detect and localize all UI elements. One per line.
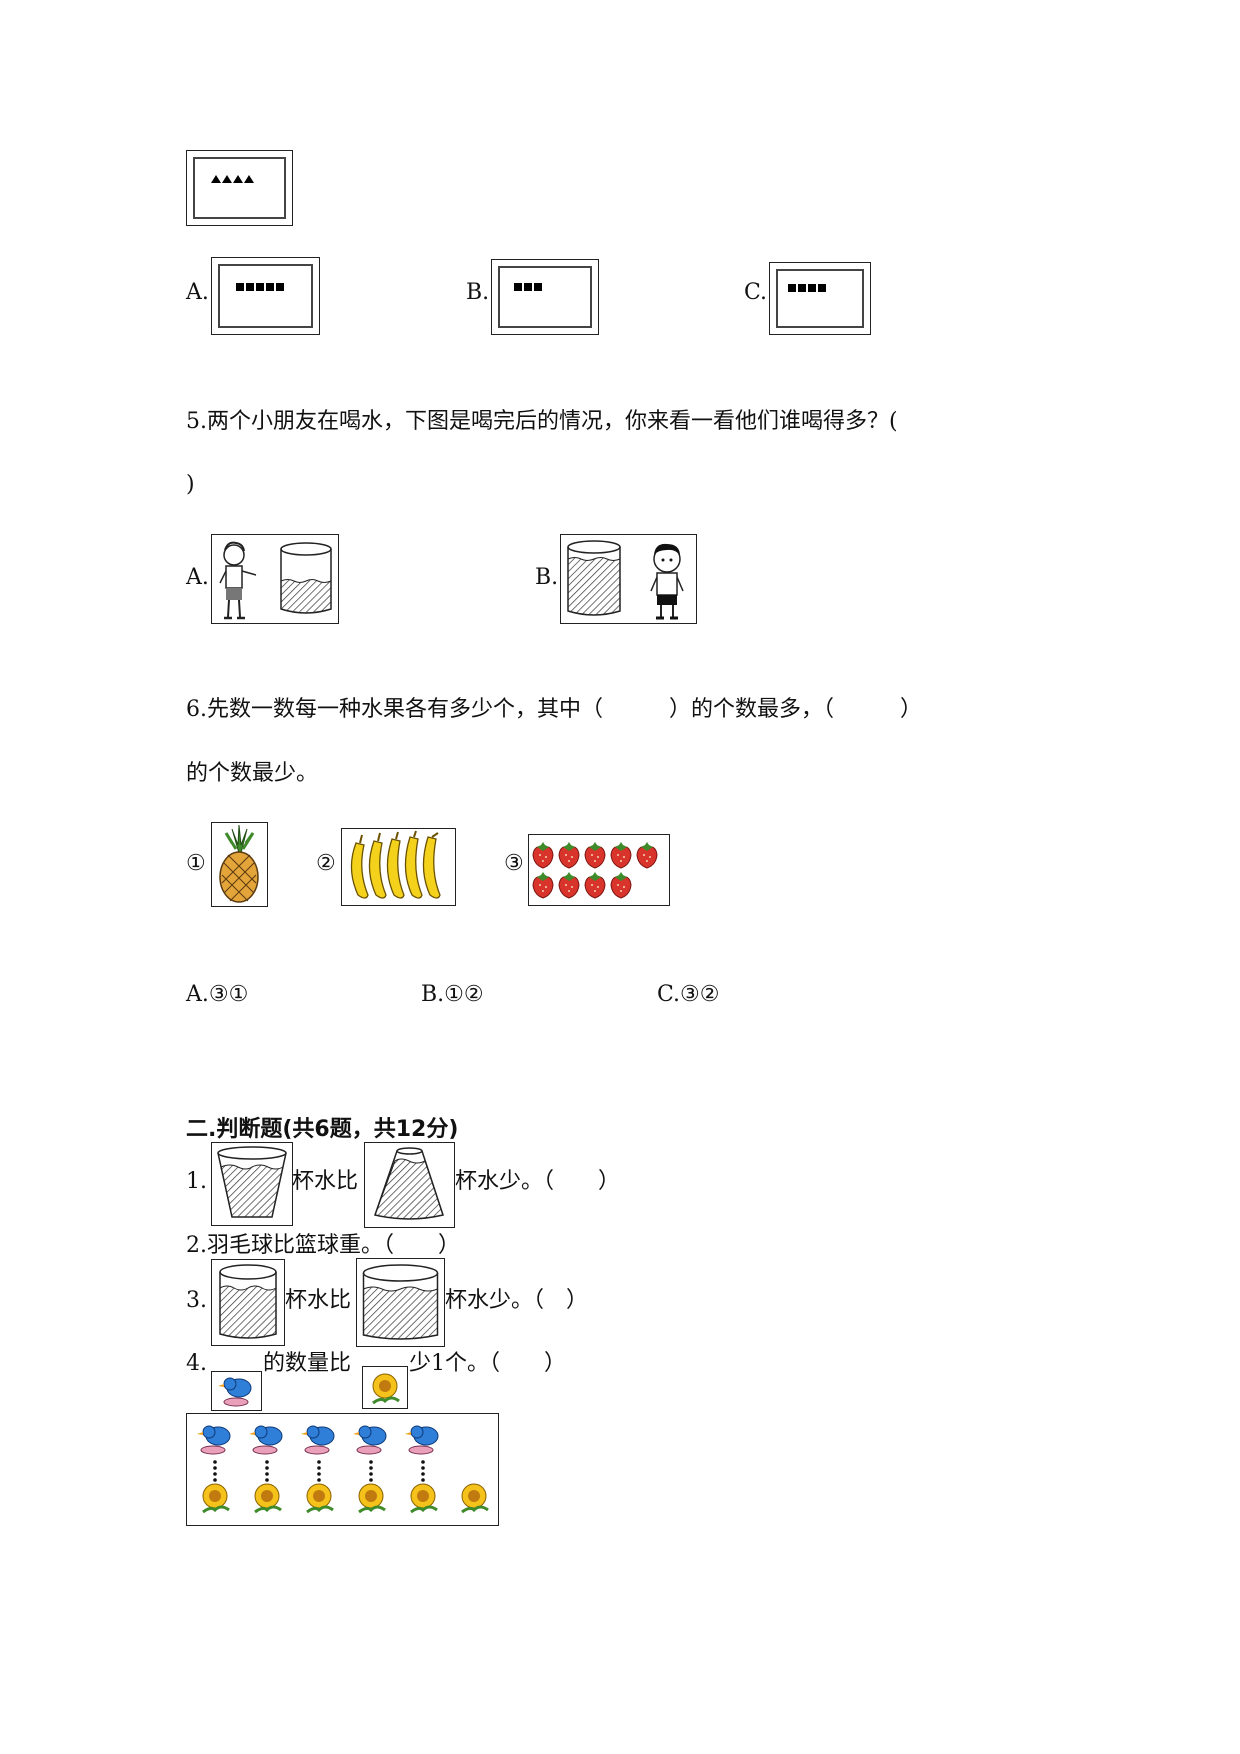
pair-dot bbox=[213, 1478, 217, 1482]
sunflower-icon bbox=[372, 1373, 400, 1405]
bird-icon bbox=[196, 1425, 231, 1455]
sunflower-icon bbox=[409, 1482, 439, 1514]
bird-icon bbox=[404, 1425, 439, 1455]
judge-4-picture bbox=[186, 1413, 499, 1526]
judge-1-end: 杯水少。（ ） bbox=[455, 1169, 621, 1194]
bird-icon bbox=[300, 1425, 335, 1455]
q5-text: 5.两个小朋友在喝水，下图是喝完后的情况，你来看一看他们谁喝得多？( bbox=[186, 409, 898, 434]
pair-dot bbox=[265, 1460, 269, 1464]
pair-dot bbox=[421, 1466, 425, 1470]
boy-icon bbox=[650, 543, 684, 620]
triangle-icon bbox=[211, 175, 254, 183]
judge-1-mid: 杯水比 bbox=[292, 1169, 359, 1194]
square-icon bbox=[514, 283, 542, 291]
sunflower-icon bbox=[305, 1482, 335, 1514]
banana-icon bbox=[350, 830, 441, 899]
option-a-box[interactable] bbox=[211, 257, 320, 335]
judge-3-num: 3. bbox=[186, 1288, 207, 1313]
pair-dot bbox=[265, 1478, 269, 1482]
judge-1-cup-a bbox=[211, 1142, 293, 1226]
option-c-box[interactable] bbox=[769, 262, 871, 335]
cup-icon bbox=[217, 1146, 287, 1218]
pair-dot bbox=[317, 1466, 321, 1470]
cup-icon bbox=[280, 542, 332, 614]
boy-icon bbox=[219, 541, 257, 620]
pair-dot bbox=[369, 1478, 373, 1482]
q6-option-a[interactable]: A.③① bbox=[186, 982, 249, 1007]
judge-3-mid: 杯水比 bbox=[285, 1288, 352, 1313]
strawberry-icon bbox=[532, 841, 658, 899]
fruit-label-2: ② bbox=[316, 851, 336, 876]
square-icon bbox=[236, 283, 284, 291]
option-b-box[interactable] bbox=[491, 259, 599, 335]
q6-text-line1: 6.先数一数每一种水果各有多少个，其中（ ）的个数最多，（ ） bbox=[186, 697, 922, 722]
sunflower-icon bbox=[460, 1482, 490, 1514]
q5-option-a-image[interactable] bbox=[211, 534, 339, 624]
judge-4-sunflower-box bbox=[362, 1366, 408, 1409]
judge-2-text: 2.羽毛球比篮球重。（ ） bbox=[186, 1233, 460, 1258]
fruit-label-3: ③ bbox=[504, 851, 524, 876]
bird-icon bbox=[248, 1425, 283, 1455]
sunflower-icon bbox=[201, 1482, 231, 1514]
cup-icon bbox=[374, 1147, 444, 1220]
birds-and-sunflowers bbox=[196, 1425, 490, 1514]
cup-icon bbox=[362, 1264, 439, 1340]
judge-3-cup-a bbox=[211, 1259, 285, 1346]
cup-icon bbox=[567, 540, 621, 616]
judge-1-cup-b bbox=[364, 1142, 455, 1228]
bird-icon bbox=[218, 1377, 252, 1407]
pair-dot bbox=[317, 1460, 321, 1464]
pair-dot bbox=[317, 1478, 321, 1482]
judge-3-end: 杯水少。（ ） bbox=[445, 1288, 589, 1313]
judge-4-mid: 的数量比 bbox=[263, 1351, 352, 1376]
q6-option-c[interactable]: C.③② bbox=[657, 982, 720, 1007]
cup-icon bbox=[219, 1264, 277, 1339]
pair-dot bbox=[421, 1478, 425, 1482]
fruit-label-1: ① bbox=[186, 851, 206, 876]
banana-box bbox=[341, 828, 456, 906]
q5-option-a-label[interactable]: A. bbox=[186, 565, 209, 590]
judge-4-end: 少1个。（ ） bbox=[409, 1351, 566, 1376]
option-b-label[interactable]: B. bbox=[466, 280, 490, 305]
section-2-title: 二.判断题(共6题，共12分) bbox=[186, 1117, 459, 1142]
pair-dot bbox=[421, 1472, 425, 1476]
option-c-label[interactable]: C. bbox=[744, 280, 768, 305]
pineapple-icon bbox=[219, 824, 259, 903]
pair-dot bbox=[213, 1460, 217, 1464]
pair-dot bbox=[421, 1460, 425, 1464]
bird-icon bbox=[352, 1425, 387, 1455]
pair-dot bbox=[213, 1466, 217, 1470]
q4-stem-box bbox=[186, 150, 293, 226]
q5-option-b-image[interactable] bbox=[560, 534, 697, 624]
pair-dot bbox=[369, 1460, 373, 1464]
pineapple-box bbox=[211, 822, 268, 907]
judge-3-cup-b bbox=[356, 1258, 445, 1347]
square-icon bbox=[788, 284, 826, 292]
q6-option-b[interactable]: B.①② bbox=[421, 982, 484, 1007]
option-a-label[interactable]: A. bbox=[186, 280, 209, 305]
judge-4-num: 4. bbox=[186, 1351, 207, 1376]
judge-1-num: 1. bbox=[186, 1169, 207, 1194]
pair-dot bbox=[265, 1466, 269, 1470]
pair-dot bbox=[213, 1472, 217, 1476]
pair-dot bbox=[265, 1472, 269, 1476]
judge-4-bird-box bbox=[211, 1371, 262, 1411]
pair-dot bbox=[369, 1472, 373, 1476]
sunflower-icon bbox=[357, 1482, 387, 1514]
pair-dot bbox=[369, 1466, 373, 1470]
q5-text-close: ) bbox=[186, 472, 195, 497]
q5-option-b-label[interactable]: B. bbox=[535, 565, 559, 590]
strawberry-box bbox=[528, 834, 670, 906]
sunflower-icon bbox=[253, 1482, 283, 1514]
q6-text-line2: 的个数最少。 bbox=[186, 761, 319, 786]
pair-dot bbox=[317, 1472, 321, 1476]
